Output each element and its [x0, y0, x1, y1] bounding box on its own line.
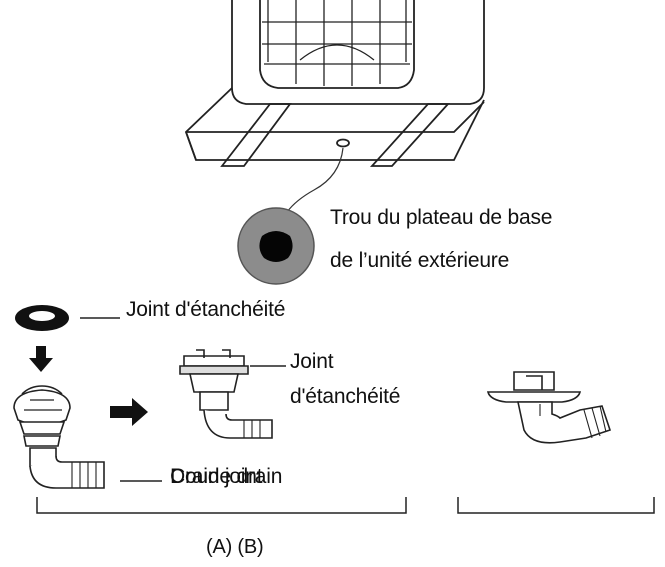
- drain-joint-label: Drain joint: [170, 465, 263, 488]
- drain-elbow-label: Coude drain: [170, 465, 283, 488]
- seal-washer: [15, 305, 69, 331]
- base-hole-callout: [237, 207, 315, 285]
- hole-leader-line: [286, 147, 344, 213]
- figure-caption: (A) (B): [206, 536, 264, 558]
- down-arrow-icon: [29, 346, 53, 372]
- bracket-a-b: [36, 497, 407, 514]
- seal-label-b-line1: Joint: [290, 350, 334, 373]
- outdoor-unit-illustration: [184, 0, 485, 167]
- seal-label-b-line2: d'étanchéité: [290, 385, 401, 408]
- drain-joint-a: [13, 385, 105, 489]
- drain-elbow-right: [486, 371, 612, 444]
- drain-joint-with-seal: [179, 349, 273, 439]
- hole-label-line2: de l’unité extérieure: [330, 249, 510, 272]
- hole-label-line1: Trou du plateau de base: [330, 206, 553, 229]
- right-arrow-icon: [110, 398, 148, 426]
- bracket-right: [457, 497, 655, 514]
- seal-label: Joint d'étanchéité: [126, 298, 286, 321]
